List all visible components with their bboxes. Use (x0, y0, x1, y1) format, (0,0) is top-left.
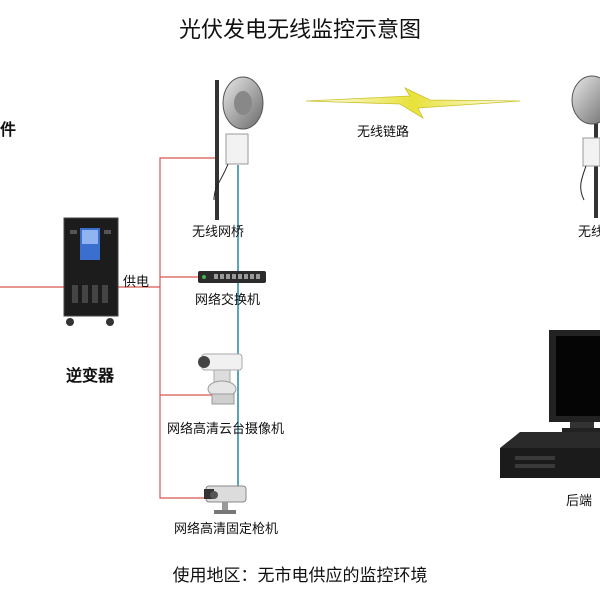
monitor-icon (549, 330, 600, 432)
parabolic-antenna-icon (213, 76, 264, 220)
network-switch-icon (198, 271, 266, 283)
ptz-camera-icon (198, 353, 243, 405)
lightning-link-icon (305, 87, 521, 120)
inverter-icon (63, 217, 119, 326)
left-partial-label: 件 (0, 120, 17, 139)
parabolic-antenna-icon (571, 75, 600, 218)
inverter-label: 逆变器 (66, 366, 115, 385)
network-switch-label: 网络交换机 (195, 293, 261, 308)
wireless-bridge-label: 无线网桥 (192, 225, 245, 240)
power-supply-label: 供电 (123, 275, 150, 290)
bottom-caption: 使用地区：无市电供应的监控环境 (172, 566, 428, 586)
backend-label: 后端 (566, 494, 593, 509)
wireless-bridge-right-label: 无线 (578, 225, 600, 240)
power-lines (0, 157, 218, 499)
bullet-camera-label: 网络高清固定枪机 (174, 522, 279, 537)
diagram-title: 光伏发电无线监控示意图 (178, 18, 421, 43)
ptz-camera-label: 网络高清云台摄像机 (167, 422, 285, 437)
wireless-link-label: 无线链路 (357, 125, 410, 140)
dvr-icon (500, 432, 600, 478)
bullet-camera-icon (204, 485, 247, 514)
